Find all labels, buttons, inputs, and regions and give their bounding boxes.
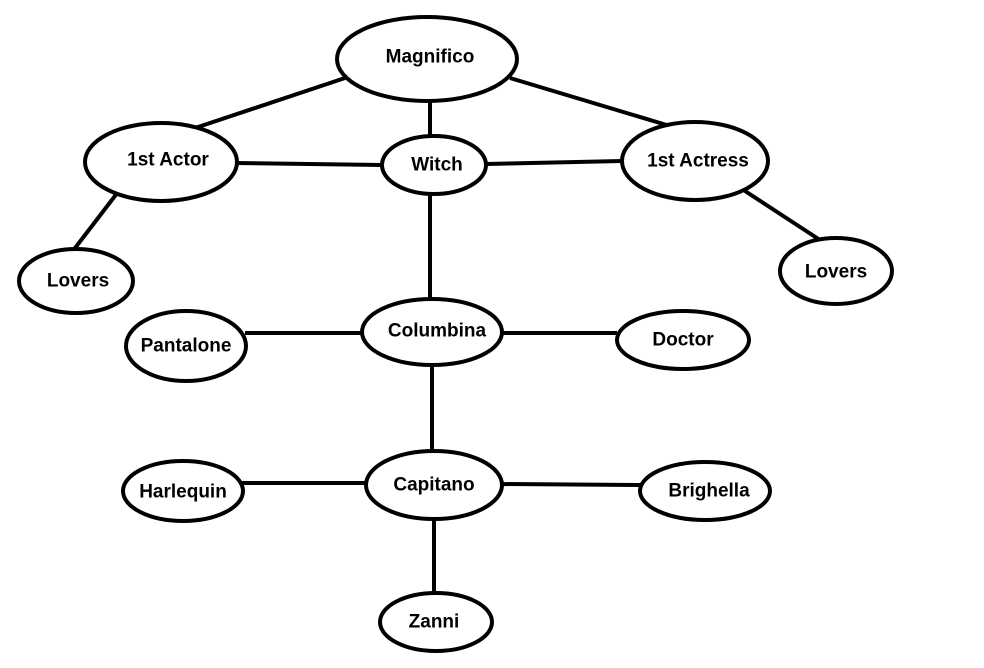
node-label: Lovers	[47, 271, 109, 292]
node-lovers-left: Lovers	[17, 247, 135, 315]
node-doctor: Doctor	[615, 309, 751, 371]
node-label: Capitano	[393, 475, 474, 496]
edge-magnifico-first-actor	[194, 76, 346, 130]
node-label: Doctor	[652, 330, 714, 351]
edge-first-actress-lovers-right	[743, 189, 822, 242]
node-label: Lovers	[805, 262, 867, 283]
node-pantalone: Pantalone	[124, 309, 248, 383]
node-label: Columbina	[388, 321, 487, 342]
edge-witch-first-actress	[485, 159, 623, 166]
node-label: 1st Actor	[127, 150, 209, 171]
node-label: Zanni	[409, 612, 460, 633]
node-capitano: Capitano	[364, 449, 504, 521]
edges	[70, 76, 822, 594]
node-label: Witch	[411, 155, 463, 176]
edge-first-actor-lovers-left	[70, 190, 120, 254]
node-columbina: Columbina	[360, 297, 504, 367]
node-lovers-right: Lovers	[778, 236, 894, 306]
node-magnifico: Magnifico	[335, 15, 519, 103]
node-zanni: Zanni	[378, 591, 494, 653]
node-brighella: Brighella	[638, 460, 772, 522]
node-label: Harlequin	[139, 482, 227, 503]
node-first-actress: 1st Actress	[620, 120, 770, 202]
node-witch: Witch	[380, 134, 488, 196]
edge-first-actor-witch	[235, 161, 384, 167]
node-label: 1st Actress	[647, 151, 749, 172]
node-first-actor: 1st Actor	[83, 121, 239, 203]
node-label: Pantalone	[141, 336, 232, 357]
node-harlequin: Harlequin	[121, 459, 245, 523]
edge-magnifico-first-actress	[509, 76, 671, 128]
node-label: Magnifico	[386, 47, 475, 68]
node-label: Brighella	[668, 481, 750, 502]
edge-capitano-brighella	[499, 482, 642, 487]
